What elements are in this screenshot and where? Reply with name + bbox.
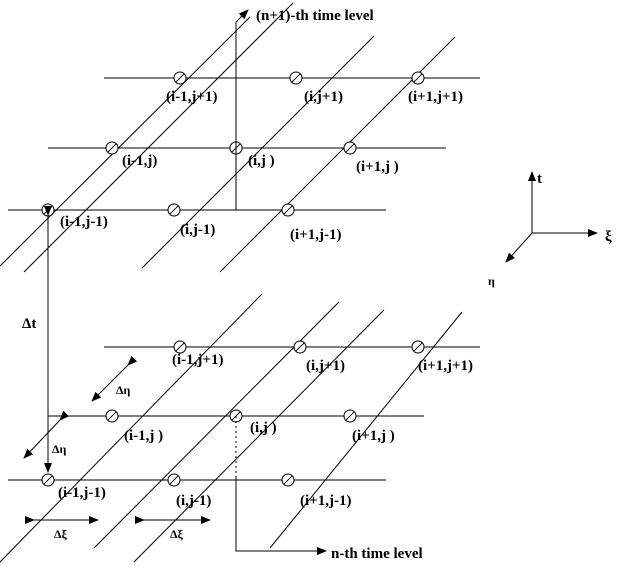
upper-node-slash: [169, 205, 179, 215]
diagonal-grid-line: [23, 2, 294, 273]
upper-node-label: (i-1,j+1): [166, 89, 217, 105]
lower-node-slash: [413, 342, 423, 352]
deta-lower-label: Δη: [52, 442, 67, 456]
lower-node-slash: [107, 411, 117, 421]
upper-node-label: (i-1,j-1): [60, 214, 108, 230]
deta-lower-arrow: [23, 410, 70, 459]
lower-node-label: (i,j+1): [306, 358, 345, 374]
lower-node-label: (i-1,j+1): [172, 352, 223, 368]
diagonal-grid-line: [0, 16, 251, 267]
lower-time-level-arrow: [235, 478, 327, 555]
upper-node-label: (i+1,j ): [356, 159, 399, 175]
lower-node-slash: [295, 342, 305, 352]
upper-node-slash: [107, 143, 117, 153]
upper-node-label: (i,j-1): [180, 222, 215, 238]
lower-node-label: (i-1,j-1): [58, 485, 106, 501]
dxi-right-label: Δξ: [170, 527, 184, 541]
lower-node-slash: [43, 475, 53, 485]
lower-time-level-label: n-th time level: [331, 546, 423, 562]
eta-axis-label: η: [488, 274, 495, 288]
t-axis-label: t: [537, 171, 542, 187]
diagonal-grid-line: [141, 35, 375, 269]
lower-node-label: (i+1,j ): [352, 428, 395, 444]
upper-node-label: (i+1,j+1): [408, 89, 463, 105]
upper-node-label: (i-1,j): [122, 153, 157, 169]
diagonal-grid-line: [93, 301, 340, 549]
lower-node-label: (i,j-1): [176, 493, 211, 509]
lower-node-label: (i-1,j ): [124, 428, 163, 444]
upper-node-slash: [291, 73, 301, 83]
deta-upper-arrow: [91, 355, 138, 402]
diagonal-grid-line: [133, 309, 385, 563]
deta-upper-label: Δη: [116, 383, 131, 397]
lower-node-slash: [175, 342, 185, 352]
lower-node-label: (i+1,j+1): [418, 358, 473, 374]
upper-node-slash: [413, 73, 423, 83]
lower-node-label: (i,j ): [250, 420, 277, 436]
upper-node-label: (i+1,j-1): [290, 227, 341, 243]
upper-time-level-arrow: [235, 9, 249, 210]
upper-node-slash: [345, 143, 355, 153]
upper-node-label: (i,j+1): [304, 89, 343, 105]
grid-lines: [0, 2, 480, 563]
upper-node-slash: [283, 205, 293, 215]
lower-node-label: (i+1,j-1): [300, 493, 351, 509]
grid-nodes: (i-1,j+1) (i,j+1) (i+1,j+1) (i-1,j) (i,j ) (i…: [41, 71, 473, 509]
lower-node-slash: [169, 475, 179, 485]
dt-label: Δt: [22, 316, 36, 332]
lower-node-slash: [345, 411, 355, 421]
upper-time-level-label: (n+1)-th time level: [256, 8, 374, 24]
upper-node-label: (i,j ): [248, 153, 275, 169]
eta-axis: [505, 232, 533, 263]
diagonal-grid-line: [269, 311, 463, 549]
upper-node-slash: [175, 73, 185, 83]
lower-node-slash: [283, 475, 293, 485]
xi-axis-label: ξ: [605, 229, 612, 245]
dxi-left-label: Δξ: [54, 527, 68, 541]
